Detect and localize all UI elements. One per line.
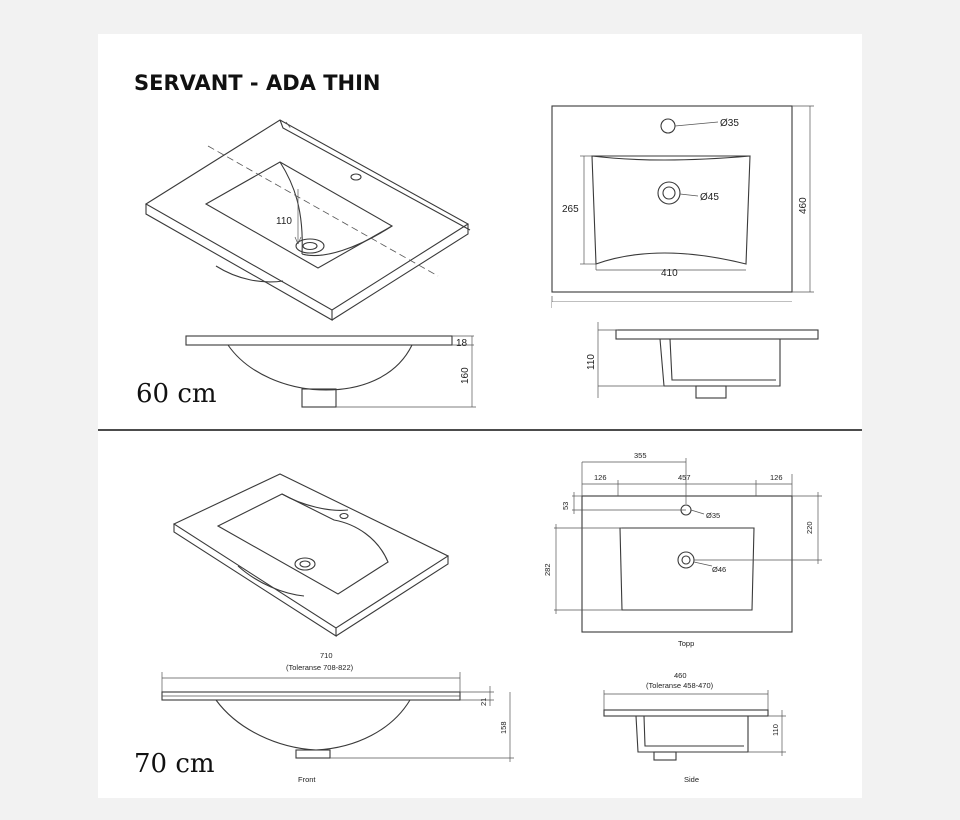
view-label-side: Side (684, 775, 699, 784)
dim-side-height-70: 110 (771, 724, 780, 736)
dim-top-offset-70: 355 (634, 451, 647, 460)
dim-side-height-60: 110 (586, 354, 597, 370)
iso-view-70 (172, 473, 450, 638)
dim-left-margin-70: 126 (594, 473, 607, 482)
size-label-60: 60 cm (136, 379, 217, 409)
view-label-top: Topp (678, 639, 694, 648)
dim-bowl-width-60: 410 (661, 268, 678, 279)
dim-side-depth-70: 460 (674, 671, 687, 680)
front-view-60: 18 160 60 cm (136, 335, 476, 409)
technical-drawing: SERVANT - ADA THIN 110 Ø35 Ø45 265 (98, 71, 862, 784)
drawing-sheet: SERVANT - ADA THIN 110 Ø35 Ø45 265 (98, 34, 862, 798)
dim-tap-hole-60: Ø35 (720, 118, 739, 129)
dim-side-tolerance-70: (Toleranse 458-470) (646, 681, 714, 690)
dim-right-margin-70: 126 (770, 473, 783, 482)
dim-total-depth-60: 460 (798, 197, 809, 214)
dim-front-height-70: 158 (499, 721, 508, 734)
dim-front-height-60: 160 (460, 367, 471, 384)
front-view-70: 710 (Toleranse 708-822) 21 158 Front 70 … (134, 651, 514, 784)
dim-bowl-depth-60: 265 (562, 204, 579, 215)
dim-drain-hole-70: Ø46 (712, 565, 726, 574)
dim-tap-hole-70: Ø35 (706, 511, 720, 520)
side-view-70: 460 (Toleranse 458-470) 110 Side (603, 671, 786, 784)
dim-drain-depth-70: 220 (805, 521, 814, 534)
dim-bowl-width-70: 457 (678, 473, 691, 482)
dim-basin-depth-60: 110 (276, 216, 292, 227)
dim-front-thickness-70: 21 (479, 698, 488, 706)
iso-view-60: 110 (144, 119, 471, 321)
view-label-front: Front (298, 775, 316, 784)
dim-front-tolerance-70: (Toleranse 708-822) (286, 663, 354, 672)
dim-drain-hole-60: Ø45 (700, 192, 719, 203)
dim-bowl-depth-70: 282 (543, 563, 552, 576)
top-view-70: 355 126 457 126 Ø35 Ø46 53 282 220 Topp (543, 451, 822, 648)
drawing-title: SERVANT - ADA THIN (134, 71, 381, 95)
size-label-70: 70 cm (134, 749, 215, 779)
dim-tap-offset-70: 53 (561, 502, 570, 510)
top-view-60: Ø35 Ø45 265 410 460 610 (551, 105, 822, 324)
dim-front-thickness-60: 18 (456, 338, 468, 349)
side-view-60: 110 (586, 322, 819, 399)
dim-front-width-70: 710 (320, 651, 333, 660)
